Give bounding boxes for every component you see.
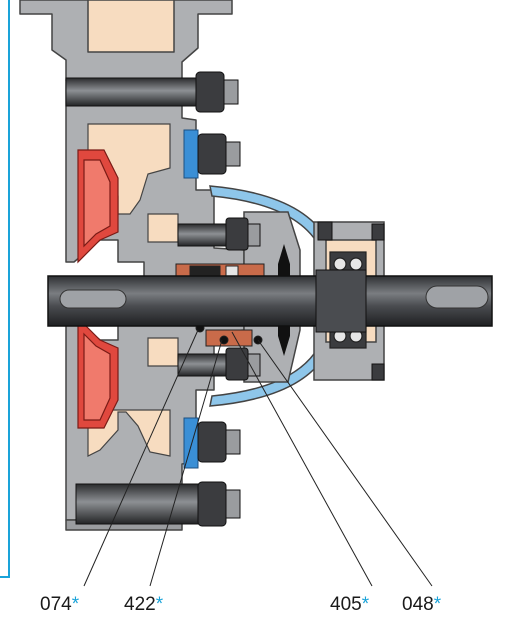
shaft: [47, 269, 493, 333]
casing-gaskets: [183, 129, 199, 469]
callout-star: *: [433, 594, 442, 615]
callout-leader-lines: [83, 329, 433, 587]
impeller: [77, 149, 119, 429]
callout-star: *: [155, 594, 164, 615]
callout-number: 405: [330, 594, 362, 615]
casing-bolts: [65, 71, 385, 527]
callout-label-074: 074*: [40, 594, 79, 616]
callout-label-405: 405*: [330, 594, 369, 616]
callout-label-422: 422*: [124, 594, 163, 616]
callout-label-048: 048*: [402, 594, 441, 616]
casing-cavities: [87, 123, 179, 457]
callout-star: *: [361, 594, 370, 615]
callout-star: *: [71, 594, 80, 615]
callout-number: 048: [402, 594, 434, 615]
callout-number: 074: [40, 594, 72, 615]
callout-number: 422: [124, 594, 156, 615]
